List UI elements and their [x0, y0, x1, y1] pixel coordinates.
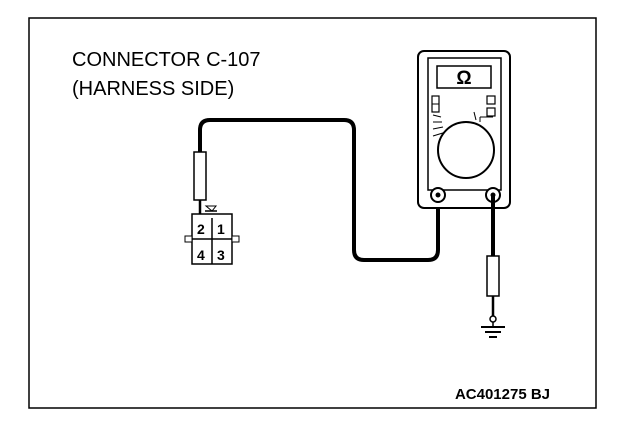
probe — [193, 151, 207, 219]
pin-4-label: 4 — [197, 247, 205, 263]
ohmmeter: Ω — [417, 50, 511, 209]
connector-title: CONNECTOR C-107 — [72, 49, 261, 71]
pin-2-label: 2 — [197, 221, 205, 237]
figure-code: AC401275 BJ — [455, 386, 550, 403]
figure-frame — [28, 17, 597, 409]
meter-display — [436, 65, 492, 89]
test-lead-wire — [198, 118, 440, 262]
connector-c107: 2 1 4 3 — [184, 205, 240, 265]
ground-icon — [481, 315, 505, 338]
ohm-symbol: Ω — [456, 68, 471, 89]
ground-probe — [486, 255, 500, 316]
pin-3-label: 3 — [217, 247, 225, 263]
selector-dial — [437, 121, 495, 179]
pin-1-label: 1 — [217, 221, 225, 237]
connector-subtitle: (HARNESS SIDE) — [72, 78, 234, 100]
